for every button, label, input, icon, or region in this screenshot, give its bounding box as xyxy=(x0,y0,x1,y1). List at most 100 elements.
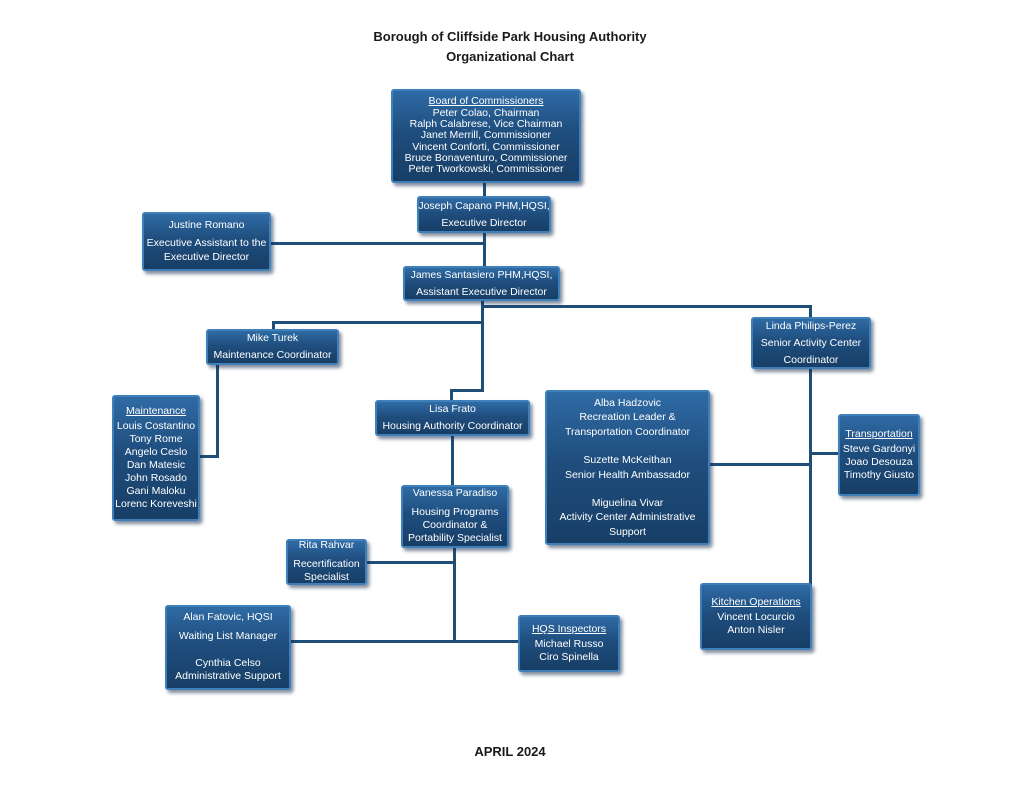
org-box-line: Anton Nisler xyxy=(727,624,785,637)
connector-activity-center-trunk xyxy=(809,369,812,617)
connector-housing-programs-drop xyxy=(453,548,456,643)
org-box-line: Vincent Locurcio xyxy=(717,611,795,624)
connector-lisa-jog xyxy=(450,389,484,392)
org-box-text: James Santasiero PHM,HQSI, Assistant Exec… xyxy=(411,267,553,301)
org-box-line: John Rosado xyxy=(125,472,187,485)
org-box-line: Lorenc Koreveshi xyxy=(115,498,197,511)
org-box-line: Specialist xyxy=(304,571,349,584)
org-box-line: Miguelina Vivar xyxy=(591,497,664,510)
org-box-line: Support xyxy=(609,525,646,538)
org-box-board-of-commissioners: Board of Commissioners Peter Colao, Chai… xyxy=(391,89,581,183)
org-box-text: Joseph Capano PHM,HQSI, Executive Directo… xyxy=(418,198,549,232)
org-box-line: Vincent Conforti, Commissioner xyxy=(412,140,560,153)
org-box-line xyxy=(175,643,281,656)
connector-to-recertification-specialist xyxy=(367,561,456,564)
org-box-line: Michael Russo xyxy=(534,638,604,651)
org-box-line: Peter Colao, Chairman xyxy=(432,106,540,119)
org-box-line: Linda Philips-Perez xyxy=(765,319,857,332)
org-box-line: Alan Fatovic, HQSI xyxy=(183,611,273,624)
connector-assistant-trunk xyxy=(481,301,484,392)
connector-to-transportation xyxy=(809,452,838,455)
org-box-line: Waiting List Manager xyxy=(178,629,278,642)
connector-board-to-executive-director xyxy=(483,183,486,197)
org-box-line: Bruce Bonaventuro, Commissioner xyxy=(404,151,568,164)
connector-executive-assistant xyxy=(271,242,485,245)
connector-to-maintenance-coordinator xyxy=(272,321,275,330)
org-box-heading: Board of Commissioners xyxy=(428,95,544,108)
chart-title-line1: Borough of Cliffside Park Housing Author… xyxy=(373,29,647,44)
org-box-line: Rita Rahvar xyxy=(298,539,355,552)
org-box-line: Suzette McKeithan xyxy=(583,454,672,467)
org-box-line: Timothy Giusto xyxy=(843,469,915,482)
org-box-assistant-executive-director: James Santasiero PHM,HQSI, Assistant Exec… xyxy=(403,266,560,301)
org-box-line: Portability Specialist xyxy=(408,532,502,545)
connector-waiting-list-to-hqs xyxy=(291,640,518,643)
org-box-line: Executive Director xyxy=(441,216,527,229)
org-box-line: Senior Health Ambassador xyxy=(565,468,690,481)
org-box-heading: Transportation xyxy=(845,427,913,440)
org-box-line: Ciro Spinella xyxy=(539,651,599,664)
org-box-line: Transportation Coordinator xyxy=(564,425,691,438)
connector-executive-director-to-assistant xyxy=(483,233,486,267)
org-box-line: Justine Romano xyxy=(168,218,245,231)
org-box-line: Gani Maloku xyxy=(126,485,186,498)
org-box-line: James Santasiero PHM,HQSI, xyxy=(410,268,553,281)
org-box-line: Tony Rome xyxy=(129,433,183,446)
org-box-line: Janet Merrill, Commissioner xyxy=(420,129,552,142)
org-box-heading: Maintenance xyxy=(125,404,187,417)
org-box-line: Coordinator xyxy=(783,353,839,366)
org-box-line: Mike Turek xyxy=(246,332,299,344)
connector-left-branch xyxy=(272,321,484,324)
org-box-line: Administrative Support xyxy=(175,670,281,683)
connector-to-activity-center-staff xyxy=(710,463,812,466)
org-box-line: Housing Authority Coordinator xyxy=(382,420,523,432)
connector-to-maintenance-staff xyxy=(199,455,219,458)
org-box-line: Recreation Leader & xyxy=(579,411,676,424)
org-box-line: Joseph Capano PHM,HQSI, xyxy=(418,199,550,212)
connector-to-senior-activity-coordinator xyxy=(809,305,812,318)
connector-to-housing-authority-coordinator xyxy=(450,389,453,401)
org-box-line: Coordinator & xyxy=(422,519,488,531)
org-box-line: Maintenance Coordinator xyxy=(213,349,332,361)
org-box-line: Peter Tworkowski, Commissioner xyxy=(408,163,564,176)
connector-maintenance-drop xyxy=(216,365,219,458)
org-box-line: Louis Costantino xyxy=(116,420,196,433)
chart-date: APRIL 2024 xyxy=(474,744,546,759)
org-box-line: Assistant Executive Director xyxy=(416,285,547,298)
chart-title-line2: Organizational Chart xyxy=(446,48,574,64)
org-box-heading: Kitchen Operations xyxy=(711,595,801,608)
org-box-line: Senior Activity Center xyxy=(760,336,862,349)
org-box-line: Activity Center Administrative xyxy=(559,511,696,524)
org-box-line: Executive Assistant to the xyxy=(146,237,267,250)
org-box-line xyxy=(560,439,696,453)
org-box-line: Recertification xyxy=(293,557,360,570)
org-box-line: Steve Gardonyi xyxy=(842,443,916,456)
org-box-line: Alba Hadzovic xyxy=(593,397,662,410)
org-box-heading: HQS Inspectors xyxy=(531,622,607,635)
org-box-line: Vanessa Paradiso xyxy=(412,487,498,500)
org-box-line: Ralph Calabrese, Vice Chairman xyxy=(409,118,563,130)
org-box-executive-director: Joseph Capano PHM,HQSI, Executive Directo… xyxy=(417,196,551,233)
org-box-line: Dan Matesic xyxy=(126,459,186,472)
